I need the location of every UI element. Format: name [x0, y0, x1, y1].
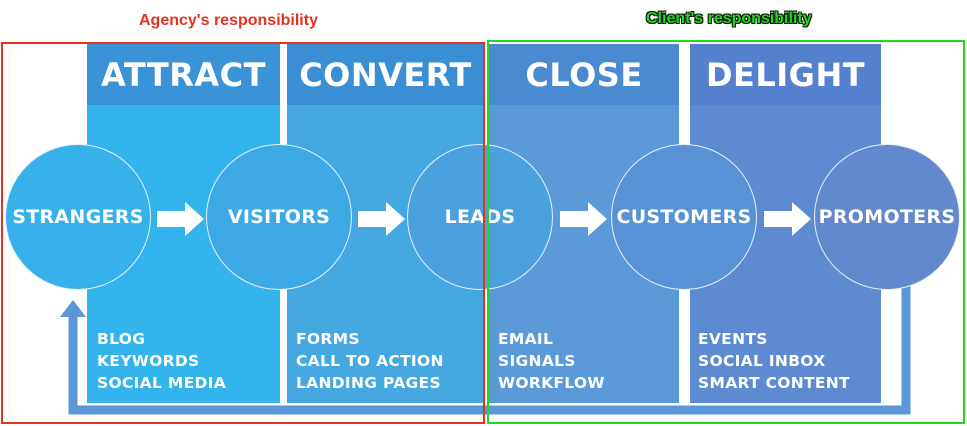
agency-responsibility-frame: [1, 42, 485, 424]
delight-items: EVENTS SOCIAL INBOX SMART CONTENT: [698, 328, 850, 394]
list-item: BLOG: [97, 330, 146, 348]
list-item: SIGNALS: [498, 352, 576, 370]
convert-items: FORMS CALL TO ACTION LANDING PAGES: [296, 328, 444, 394]
list-item: SOCIAL INBOX: [698, 352, 826, 370]
list-item: KEYWORDS: [97, 352, 200, 370]
right-arrow-icon: [560, 202, 607, 236]
list-item: LANDING PAGES: [296, 374, 441, 392]
convert-header: CONVERT: [287, 44, 484, 105]
list-item: EVENTS: [698, 330, 768, 348]
client-responsibility-label: Client's responsibility: [646, 10, 812, 27]
list-item: CALL TO ACTION: [296, 352, 444, 370]
right-arrow-icon: [157, 202, 204, 236]
list-item: FORMS: [296, 330, 360, 348]
stage-visitors: VISITORS: [206, 144, 352, 290]
stage-label: LEADS: [444, 206, 516, 228]
right-arrow-icon: [358, 202, 405, 236]
stage-leads: LEADS: [407, 144, 553, 290]
attract-items: BLOG KEYWORDS SOCIAL MEDIA: [97, 328, 226, 394]
agency-responsibility-label: Agency's responsibility: [139, 12, 318, 29]
stage-label: STRANGERS: [12, 206, 144, 228]
right-arrow-icon: [764, 202, 811, 236]
stage-label: CUSTOMERS: [616, 206, 752, 228]
stage-customers: CUSTOMERS: [611, 144, 757, 290]
attract-header: ATTRACT: [87, 44, 280, 105]
stage-label: VISITORS: [227, 206, 331, 228]
close-items: EMAIL SIGNALS WORKFLOW: [498, 328, 605, 394]
stage-label: PROMOTERS: [818, 206, 956, 228]
stage-promoters: PROMOTERS: [814, 144, 960, 290]
list-item: SOCIAL MEDIA: [97, 374, 226, 392]
list-item: WORKFLOW: [498, 374, 605, 392]
list-item: EMAIL: [498, 330, 554, 348]
list-item: SMART CONTENT: [698, 374, 850, 392]
stage-strangers: STRANGERS: [5, 144, 151, 290]
client-responsibility-frame: [487, 40, 965, 424]
delight-header: DELIGHT: [690, 44, 881, 105]
close-header: CLOSE: [489, 44, 679, 105]
